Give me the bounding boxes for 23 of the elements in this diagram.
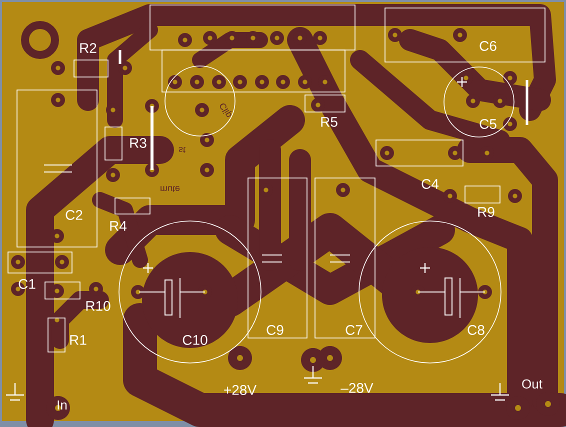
component-label: C1 [18, 279, 36, 289]
component-label: R4 [110, 221, 127, 231]
mirrored-label: Clip [220, 104, 232, 117]
component-label: R3 [130, 138, 146, 148]
component-label: Out [522, 379, 542, 389]
component-label: C5 [480, 119, 496, 129]
mirrored-label: mute [160, 186, 180, 192]
component-label: C4 [422, 179, 439, 189]
component-label: –28V [340, 383, 374, 393]
component-label: R10 [86, 301, 110, 311]
mirrored-label: st [178, 147, 186, 153]
component-label: C2 [66, 210, 82, 220]
component-label: C8 [468, 325, 484, 335]
component-label: R1 [70, 335, 86, 345]
component-label: C7 [346, 325, 362, 335]
component-label: In [58, 400, 67, 410]
component-label: R2 [80, 43, 96, 53]
component-label: C10 [182, 335, 208, 345]
component-label: R5 [321, 117, 338, 127]
component-label: +28V [224, 385, 256, 395]
component-label: R9 [478, 207, 494, 217]
component-label: C9 [266, 325, 284, 335]
component-label: C6 [480, 41, 496, 51]
